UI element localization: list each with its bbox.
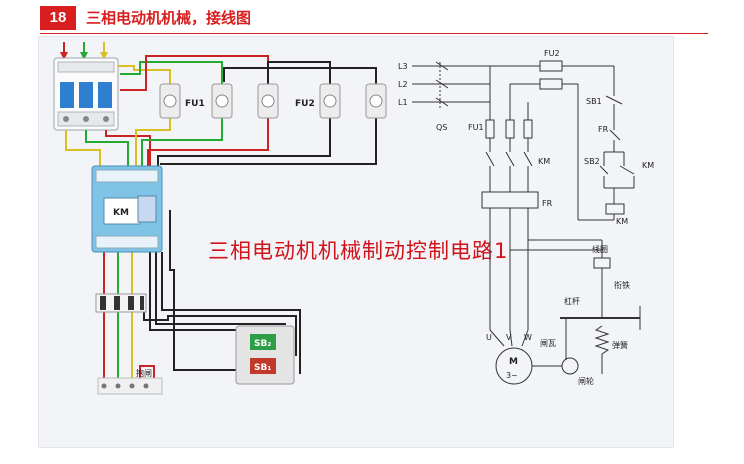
fuse-group-fu1 (159, 83, 279, 119)
section-number-badge: 18 (40, 6, 76, 30)
label-armature: 衔铁 (614, 280, 630, 290)
label-brake: 抱闸 (136, 368, 152, 378)
label-sb2: SB₂ (254, 339, 271, 349)
label-l3: L3 (398, 62, 408, 71)
label-v: V (506, 333, 512, 342)
label-spring: 弹簧 (612, 340, 628, 350)
pushbutton-box (235, 325, 295, 385)
label-u: U (486, 333, 492, 342)
label-brake-wheel: 闸轮 (578, 376, 594, 386)
label-l2: L2 (398, 80, 408, 89)
label-km-coil: KM (616, 217, 628, 226)
header-divider (40, 33, 708, 34)
supply-arrows (60, 42, 108, 60)
label-motor-3: 3~ (506, 371, 518, 380)
fuse-group-fu2 (319, 83, 387, 119)
label-fr-nc: FR (598, 125, 609, 134)
label-sb1: SB₁ (254, 363, 271, 373)
label-fu1: FU1 (185, 99, 205, 109)
main-title: 三相电动机机械制动控制电路1 (208, 239, 508, 263)
label-motor-m: M (509, 357, 518, 367)
label-fu2: FU2 (295, 99, 315, 109)
label-fu1-schematic: FU1 (468, 123, 484, 132)
label-sb1-schematic: SB1 (586, 97, 602, 106)
header: 18 三相电动机机械，接线图 (40, 6, 708, 34)
label-sb2-schematic: SB2 (584, 157, 600, 166)
label-coil: 线圈 (592, 244, 608, 254)
label-km: KM (113, 208, 129, 218)
label-lever: 杠杆 (564, 296, 580, 306)
contactor-km (91, 165, 163, 253)
section-title: 三相电动机机械，接线图 (86, 9, 252, 27)
schematic (412, 60, 641, 385)
label-fr: FR (542, 199, 553, 208)
label-fu2-schematic: FU2 (544, 49, 560, 58)
circuit-breaker (53, 57, 119, 131)
label-brake-shoe: 闸瓦 (540, 339, 556, 348)
label-km-aux: KM (642, 161, 654, 170)
overload-relay (95, 293, 147, 313)
label-qs: QS (436, 123, 447, 132)
label-l1: L1 (398, 98, 408, 107)
label-km-main: KM (538, 157, 550, 166)
terminal-strip (97, 377, 163, 395)
label-w: W (524, 333, 532, 342)
wires (65, 55, 377, 378)
